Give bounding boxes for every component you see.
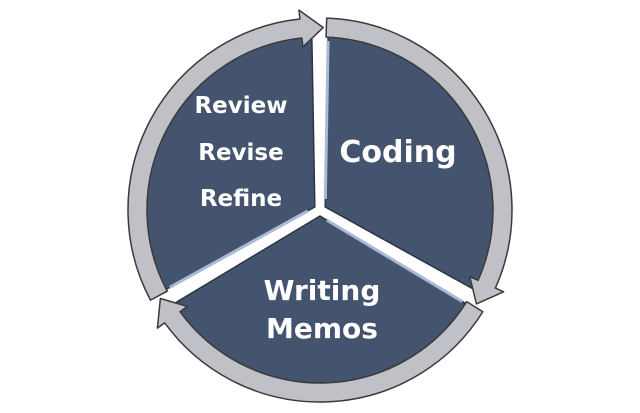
sector-edge-highlight (323, 40, 330, 200)
label-refine: Refine (200, 186, 282, 212)
label-revise: Revise (198, 140, 283, 166)
cycle-arrow-3 (127, 9, 324, 301)
label-review: Review (194, 93, 287, 119)
sector-edge-highlight (168, 209, 309, 289)
label-writing: Writing (264, 274, 381, 307)
label-coding: Coding (339, 135, 456, 170)
cycle-arrow-2 (156, 297, 484, 403)
sector-edge-highlight (326, 218, 464, 303)
cycle-arrow-1 (325, 17, 513, 305)
label-memos: Memos (266, 312, 378, 345)
